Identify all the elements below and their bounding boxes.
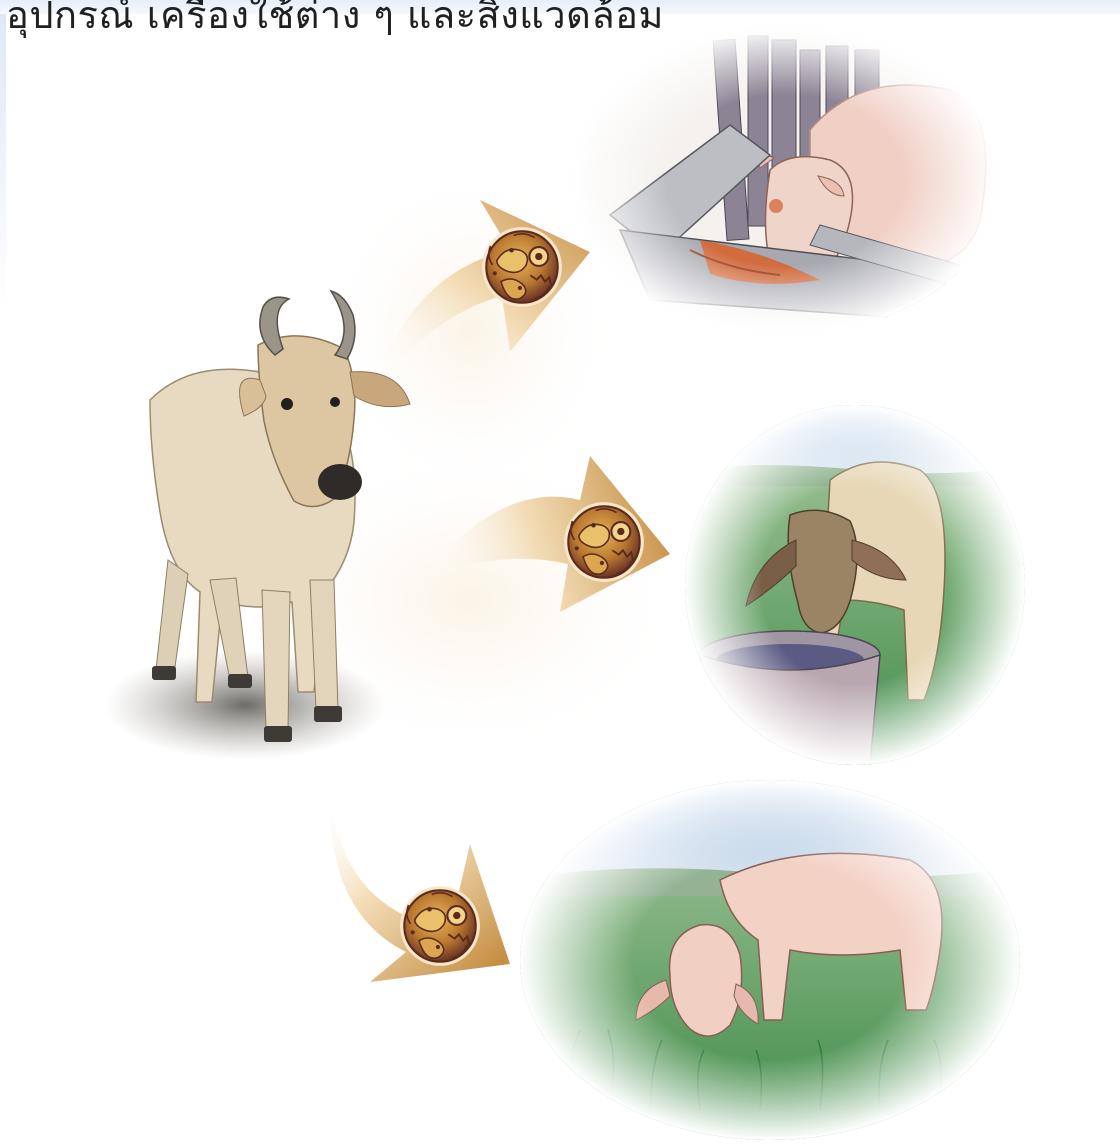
scene-water-tub-drinking — [680, 400, 1040, 780]
scene-trough-feeding — [560, 20, 1010, 340]
pathogen-particle-icon — [564, 502, 644, 582]
pathogen-particle-icon — [482, 227, 562, 307]
pathogen-particle-icon — [400, 886, 480, 966]
scene-pasture-grazing — [510, 780, 1030, 1140]
